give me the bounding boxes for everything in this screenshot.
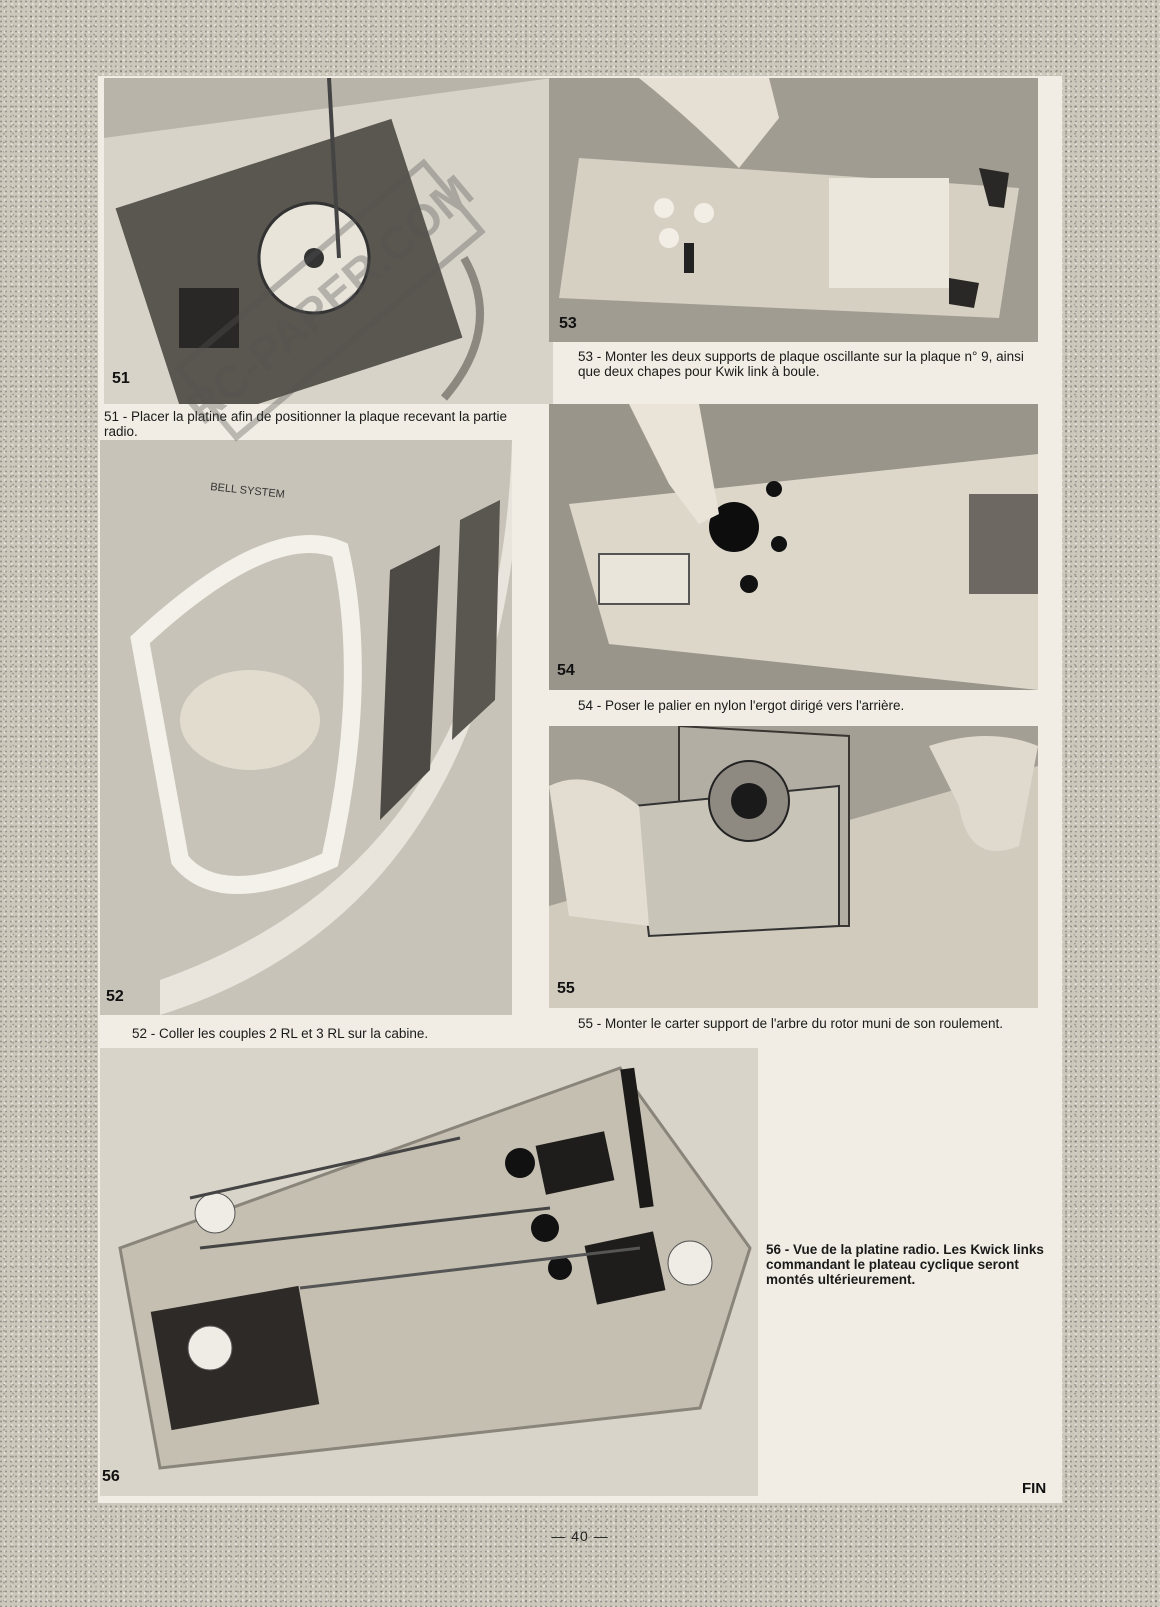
photo-55-illustration	[549, 726, 1038, 1008]
page-number: — 40 —	[551, 1528, 609, 1544]
figure-number-54: 54	[557, 662, 575, 679]
figure-number-55: 55	[557, 980, 575, 997]
photo-52-illustration: BELL SYSTEM	[100, 440, 512, 1015]
end-marker: FIN	[1022, 1480, 1047, 1497]
photo-56-illustration	[100, 1048, 758, 1496]
caption-55: 55 - Monter le carter support de l'arbre…	[578, 1016, 1004, 1031]
photo-54-illustration	[549, 404, 1038, 690]
caption-53: 53 - Monter les deux supports de plaque …	[578, 349, 1024, 379]
photo-52: BELL SYSTEM 52	[100, 440, 512, 1015]
figure-number-51: 51	[112, 370, 130, 387]
magazine-page: 51 51 - Placer la platine afin de positi…	[98, 76, 1062, 1503]
caption-52: 52 - Coller les couples 2 RL et 3 RL sur…	[132, 1026, 429, 1041]
photo-54: 54	[549, 404, 1038, 690]
caption-51: 51 - Placer la platine afin de positionn…	[104, 409, 508, 439]
photo-51: 51	[104, 78, 553, 404]
photo-51-illustration	[104, 78, 553, 404]
photo-53-illustration	[549, 78, 1038, 342]
caption-54: 54 - Poser le palier en nylon l'ergot di…	[578, 698, 905, 713]
photo-56: 56	[100, 1048, 758, 1496]
figure-number-53: 53	[559, 315, 577, 332]
photo-55: 55	[549, 726, 1038, 1008]
figure-number-52: 52	[106, 988, 124, 1005]
figure-number-56: 56	[102, 1468, 120, 1485]
photo-53: 53	[549, 78, 1038, 342]
caption-56: 56 - Vue de la platine radio. Les Kwick …	[766, 1242, 1044, 1287]
